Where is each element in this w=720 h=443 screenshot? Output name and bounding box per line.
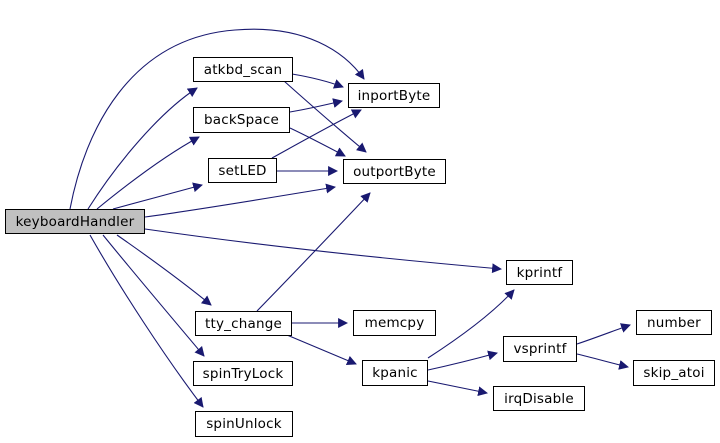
edge-keyboardHandler-atkbd_scan: [87, 87, 198, 210]
node-inportByte[interactable]: inportByte: [348, 83, 440, 108]
edge-keyboardHandler-outportByte: [144, 183, 336, 218]
node-kpanic[interactable]: kpanic: [362, 360, 428, 386]
node-spinUnlock[interactable]: spinUnlock: [195, 411, 293, 437]
node-tty_change[interactable]: tty_change: [195, 311, 292, 336]
edge-keyboardHandler-kprintf: [144, 228, 502, 274]
node-spinTryLock[interactable]: spinTryLock: [193, 361, 293, 386]
node-backSpace[interactable]: backSpace: [193, 107, 290, 133]
node-kprintf[interactable]: kprintf: [506, 260, 573, 285]
edge-setLED-inportByte: [271, 109, 362, 159]
edge-kpanic-kprintf: [427, 289, 515, 359]
edge-kpanic-irqDisable: [427, 380, 488, 397]
node-vsprintf[interactable]: vsprintf: [503, 336, 577, 362]
node-atkbd_scan[interactable]: atkbd_scan: [193, 57, 293, 82]
edge-tty_change-kpanic: [286, 334, 357, 366]
edge-backSpace-outportByte: [289, 127, 346, 157]
node-keyboardHandler: keyboardHandler: [5, 209, 145, 234]
edge-keyboardHandler-backSpace: [96, 136, 200, 210]
edge-keyboardHandler-spinTryLock: [102, 234, 205, 357]
node-number[interactable]: number: [636, 310, 712, 335]
edge-keyboardHandler-inportByte: [69, 28, 365, 210]
node-setLED[interactable]: setLED: [208, 158, 277, 183]
node-irqDisable[interactable]: irqDisable: [493, 386, 585, 411]
edge-vsprintf-number: [576, 323, 631, 345]
edge-keyboardHandler-spinUnlock: [89, 234, 204, 408]
node-outportByte[interactable]: outportByte: [343, 159, 446, 184]
edge-keyboardHandler-tty_change: [116, 234, 212, 306]
node-skip_atoi[interactable]: skip_atoi: [633, 360, 715, 386]
edge-atkbd_scan-outportByte: [283, 80, 367, 153]
edge-keyboardHandler-setLED: [112, 182, 203, 210]
edge-backSpace-inportByte: [289, 98, 343, 113]
node-memcpy[interactable]: memcpy: [353, 310, 436, 336]
edge-atkbd_scan-inportByte: [291, 73, 344, 89]
edge-tty_change-outportByte: [256, 192, 371, 312]
edge-kpanic-vsprintf: [427, 350, 498, 371]
edge-vsprintf-skip_atoi: [576, 353, 629, 370]
